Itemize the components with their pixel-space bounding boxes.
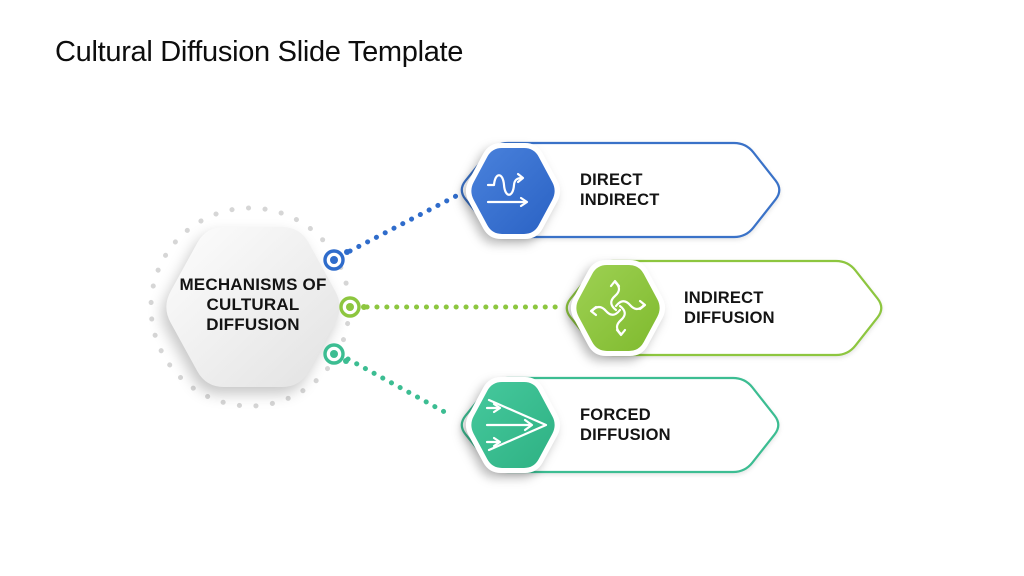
slide-title: Cultural Diffusion Slide Template [55, 36, 464, 68]
connector-ring-indirect [339, 296, 367, 318]
item-forced-diffusion [460, 376, 780, 474]
center-hexagon [166, 227, 340, 387]
item-direct-indirect [460, 141, 781, 239]
center-hexagon-label: MECHANISMS OF CULTURAL DIFFUSION [179, 275, 327, 334]
item-hex [576, 265, 660, 351]
item-label-direct-indirect: DIRECT INDIRECT [580, 171, 660, 209]
item-label-forced-diffusion: FORCED DIFFUSION [580, 406, 671, 444]
item-label-indirect-diffusion: INDIRECT DIFFUSION [684, 289, 775, 327]
connector-ring-direct [323, 249, 350, 271]
wave-arrow-icon [486, 172, 529, 208]
connector-line-direct [347, 192, 461, 254]
forced-arrows-icon [485, 398, 548, 452]
connector-ring-forced [323, 343, 349, 365]
item-indirect-diffusion [565, 259, 883, 357]
connector-line-forced [345, 356, 455, 419]
